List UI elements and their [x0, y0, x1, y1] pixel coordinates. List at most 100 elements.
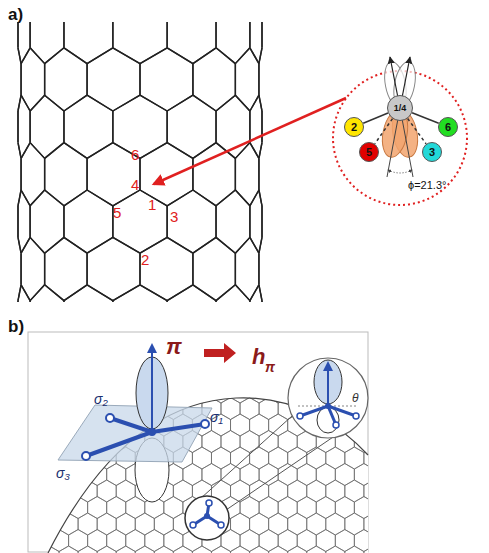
lattice-bond [86, 253, 87, 285]
bond-line [412, 113, 439, 124]
lattice-bond [392, 546, 402, 552]
lattice-bond [211, 431, 221, 437]
lattice-bond [193, 285, 216, 301]
lattice-bond [326, 497, 336, 503]
hybrid-symbol: h [252, 346, 265, 368]
lattice-bond [287, 420, 288, 431]
lattice-bond [116, 530, 126, 536]
lattice-bond [59, 387, 60, 398]
lattice-bond [59, 552, 60, 553]
lattice-bond [297, 497, 307, 503]
lattice-bond [221, 497, 231, 503]
lattice-bond [402, 480, 412, 486]
lattice-bond [18, 48, 21, 64]
lattice-bond [139, 253, 140, 285]
lattice-bond [411, 436, 412, 447]
lattice-bond [30, 414, 40, 420]
lattice-bond [59, 414, 69, 420]
axis-arrow [327, 363, 329, 406]
lattice-bond [30, 381, 40, 387]
orbital-lobe [317, 407, 339, 433]
lattice-bond [192, 486, 193, 497]
lattice-bond [30, 431, 40, 437]
lattice-bond [126, 464, 136, 470]
lattice-bond [364, 414, 374, 420]
lattice-bond [69, 497, 79, 503]
lattice-bond [354, 469, 355, 480]
lattice-bond [50, 497, 60, 503]
lattice-bond [231, 414, 241, 420]
lattice-bond [154, 552, 155, 553]
lattice-bond [193, 143, 216, 159]
lattice-bond [345, 464, 355, 470]
lattice-bond [269, 546, 279, 552]
lattice-bond [116, 486, 117, 497]
lattice-bond [383, 381, 393, 387]
lattice-bond [268, 519, 269, 530]
lattice-bond [344, 519, 345, 530]
lattice-bond [373, 436, 374, 447]
lattice-bond [269, 381, 279, 387]
lattice-bond [250, 190, 259, 206]
lattice-bond [269, 530, 279, 536]
lattice-bond [78, 464, 88, 470]
lattice-bond [288, 431, 298, 437]
lattice-bond [68, 403, 69, 414]
lattice-bond [297, 447, 307, 453]
lattice-bond [97, 546, 107, 552]
lattice-bond [316, 513, 326, 519]
lattice-bond [250, 414, 260, 420]
lattice-bond [107, 398, 117, 404]
lattice-bond [192, 381, 202, 387]
lattice-bond [259, 95, 262, 111]
lattice-bond [116, 486, 117, 497]
lattice-bond [249, 111, 250, 143]
lattice-bond [363, 420, 364, 431]
atom-number: 2 [141, 252, 149, 267]
lattice-bond [383, 414, 393, 420]
lattice-bond [17, 111, 18, 143]
lattice-bond [21, 431, 31, 437]
lattice-bond [192, 447, 202, 453]
lattice-bond [401, 552, 402, 553]
lattice-bond [383, 464, 393, 470]
lattice-bond [20, 387, 21, 398]
lattice-bond [258, 253, 259, 285]
lattice-bond [325, 486, 326, 497]
lattice-bond [21, 237, 30, 253]
lattice-bond [166, 22, 167, 48]
lattice-bond [278, 447, 288, 453]
lattice-bond [78, 486, 79, 497]
lattice-bond [211, 453, 212, 464]
lattice-bond [231, 546, 241, 552]
lattice-bond [354, 497, 364, 503]
lattice-bond [183, 546, 193, 552]
lattice-bond [345, 513, 355, 519]
lattice-bond [363, 486, 364, 497]
lattice-bond [87, 403, 88, 414]
lattice-bond [278, 447, 288, 453]
lattice-bond [49, 403, 50, 414]
lattice-bond [59, 381, 69, 387]
lattice-bond [87, 143, 113, 159]
lattice-bond [240, 480, 250, 486]
lattice-bond [154, 546, 164, 552]
lattice-bond [364, 497, 374, 503]
atom-label: 1/4 [394, 104, 407, 113]
lattice-bond [382, 519, 383, 530]
lattice-bond [63, 22, 64, 48]
lattice-bond [240, 464, 250, 470]
lattice-bond [364, 431, 374, 437]
lattice-bond [269, 447, 279, 453]
lattice-bond [126, 530, 136, 536]
lattice-bond [373, 546, 383, 552]
lattice-bond [97, 530, 107, 536]
lattice-bond [183, 480, 193, 486]
lattice-bond [88, 464, 98, 470]
lattice-bond [45, 285, 64, 301]
lattice-bond [335, 447, 345, 453]
lattice-bond [364, 414, 374, 420]
lattice-bond [231, 447, 241, 453]
lattice-bond [20, 253, 21, 285]
lattice-bond [268, 486, 269, 497]
